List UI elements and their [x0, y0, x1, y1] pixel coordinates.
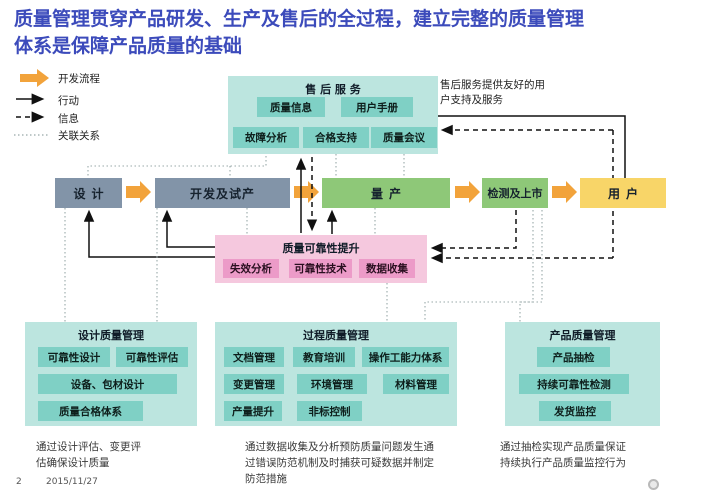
- reliability-title: 质量可靠性提升: [282, 242, 360, 255]
- design-qm-item-equipment-packaging: 设备、包材设计: [38, 374, 177, 394]
- process-qm-item-environment-mgmt: 环境管理: [297, 374, 367, 394]
- after-sales-item-quality-meeting: 质量会议: [371, 127, 437, 148]
- after-sales-item-user-manual: 用户手册: [341, 97, 413, 117]
- product-qm-title: 产品质量管理: [549, 329, 616, 342]
- process-qm-item-yield-improvement: 产量提升: [224, 401, 282, 421]
- reliability-item-reliability-tech: 可靠性技术: [289, 259, 352, 278]
- after-sales-title: 售 后 服 务: [305, 83, 361, 96]
- process-qm-item-nonstandard-control: 非标控制: [297, 401, 362, 421]
- design-qm-item-quality-system: 质量合格体系: [38, 401, 143, 421]
- design-qm-caption: 通过设计评估、变更评 估确保设计质量: [36, 441, 141, 469]
- product-qm-item-continuous-reliability: 持续可靠性检测: [519, 374, 629, 394]
- product-qm-item-shipment-monitoring: 发货监控: [539, 401, 611, 421]
- page-title-line1: 质量管理贯穿产品研发、生产及售后的全过程，建立完整的质量管理: [14, 8, 585, 30]
- reliability-item-failure-analysis: 失效分析: [223, 259, 279, 278]
- design-qm-item-reliability-eval: 可靠性评估: [116, 347, 188, 367]
- after-sales-item-qualified-support: 合格支持: [303, 127, 369, 148]
- process-qm-item-operator-capability: 操作工能力体系: [362, 347, 449, 367]
- product-qm-item-sampling: 产品抽检: [537, 347, 610, 367]
- watermark-dot-icon: [648, 479, 659, 490]
- legend-label-action: 行动: [58, 95, 79, 107]
- after-sales-note: 售后服务提供友好的用 户支持及服务: [440, 79, 545, 106]
- action-arrows: [83, 115, 631, 258]
- legend-flow-arrow-icon: [20, 69, 49, 87]
- legend-label-info: 信息: [58, 113, 79, 125]
- page-title: 质量管理贯穿产品研发、生产及售后的全过程，建立完整的质量管理 体系是保障产品质量…: [14, 6, 702, 59]
- process-qm-title: 过程质量管理: [303, 329, 369, 342]
- footer-date: 2015/11/27: [46, 477, 98, 487]
- design-qm-item-reliability-design: 可靠性设计: [38, 347, 110, 367]
- flow-stage-user: 用户: [580, 178, 666, 208]
- relation-lines: [64, 148, 543, 322]
- process-qm-item-doc-mgmt: 文档管理: [224, 347, 284, 367]
- flow-stage-development-trial: 开发及试产: [155, 178, 290, 208]
- page-number: 2: [16, 477, 22, 487]
- flow-stage-design: 设计: [55, 178, 122, 208]
- page-title-line2: 体系是保障产品质量的基础: [14, 34, 243, 57]
- process-qm-item-training: 教育培训: [293, 347, 355, 367]
- flow-stage-mass-production: 量产: [322, 178, 450, 208]
- process-qm-item-material-mgmt: 材料管理: [383, 374, 449, 394]
- after-sales-item-fault-analysis: 故障分析: [233, 127, 299, 148]
- after-sales-item-quality-info: 质量信息: [257, 97, 325, 117]
- info-arrows: [306, 124, 614, 264]
- legend-label-relation: 关联关系: [58, 130, 100, 142]
- process-qm-item-change-mgmt: 变更管理: [224, 374, 284, 394]
- design-qm-title: 设计质量管理: [78, 329, 144, 342]
- flow-stage-test-launch: 检测及上市: [482, 178, 548, 208]
- reliability-item-data-collection: 数据收集: [359, 259, 415, 278]
- legend-label-flow: 开发流程: [58, 73, 100, 85]
- process-qm-caption: 通过数据收集及分析预防质量问题发生通 过错误防范机制及时捕获可疑数据并制定 防范…: [245, 441, 434, 485]
- product-qm-caption: 通过抽检实现产品质量保证 持续执行产品质量监控行为: [500, 441, 626, 469]
